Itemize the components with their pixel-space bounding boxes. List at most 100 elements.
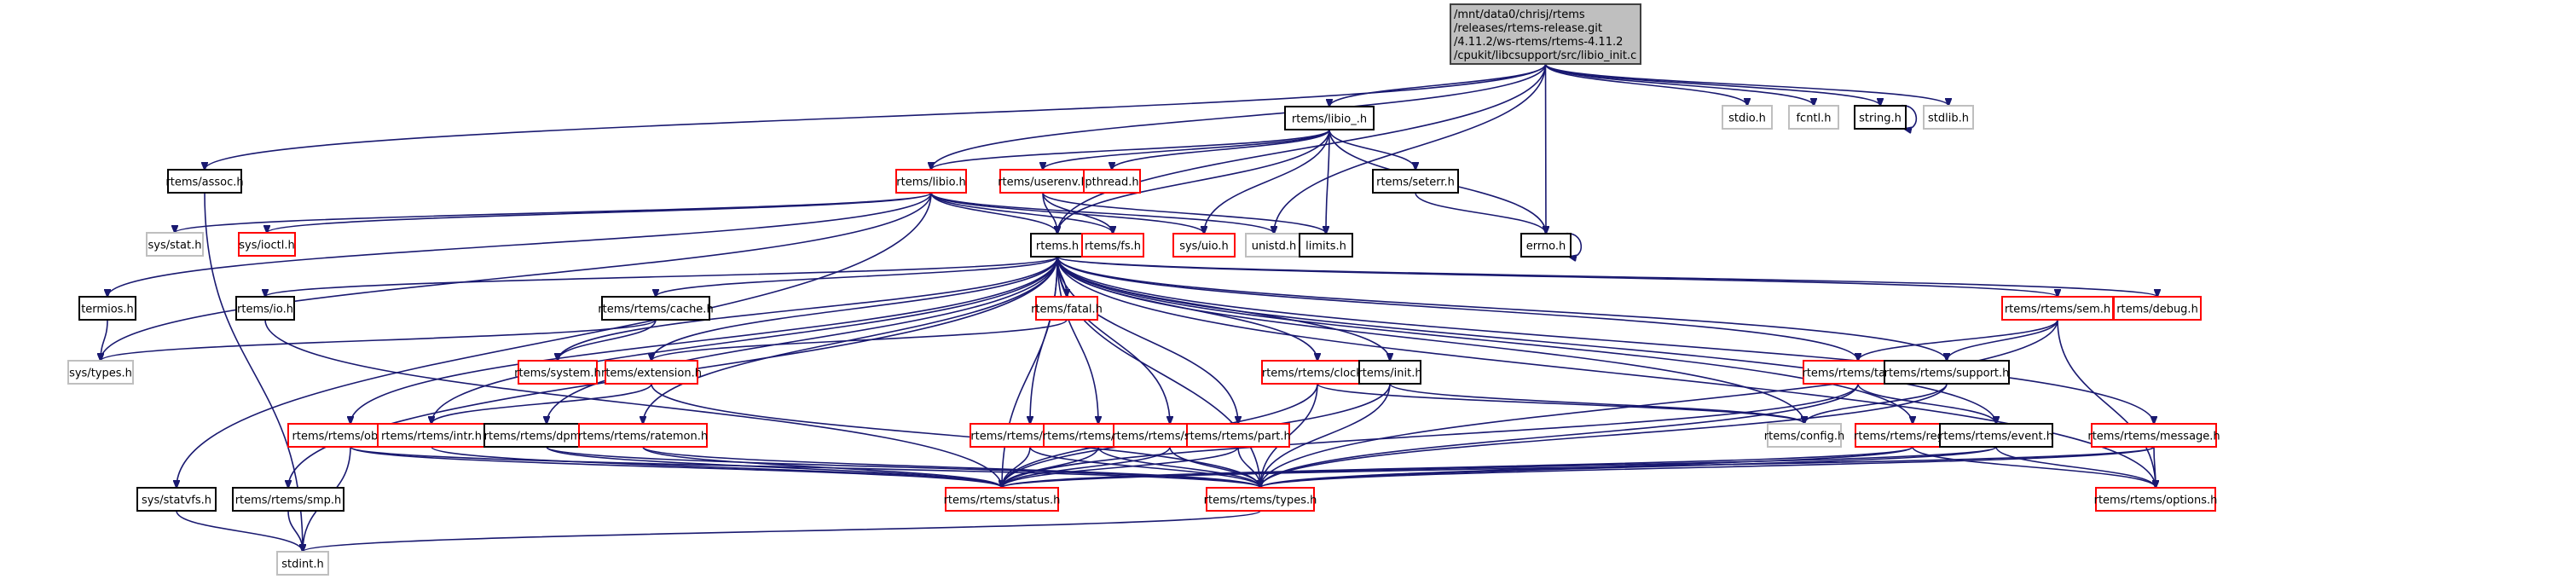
node-box (1722, 105, 1773, 130)
edge-rtems_h-to-rtems_debug_h (1056, 256, 2157, 297)
edge-rtems_h-to-rtems_support_h (1056, 256, 1947, 361)
node-label: rtems/libio_.h (1292, 113, 1367, 126)
edge-rtems_h-to-rtems_region_h (1056, 256, 1913, 424)
node-box (232, 487, 344, 512)
edge-rtems_fatal_h-to-rtems_extension_h (651, 319, 1068, 361)
node-label: rtems/rtems/sem.h (2005, 304, 2110, 316)
edge-rtems_extension_h-to-rtems_intr_h (431, 383, 652, 424)
node-rtems-extension-h[interactable]: rtems/extension.h (601, 360, 702, 385)
node-rtems-libio-h[interactable]: rtems/libio.h (895, 169, 967, 194)
edge-rtems_libio__h-to-rtems_libio_h (931, 129, 1330, 170)
node-rtems-smp-h[interactable]: rtems/rtems/smp.h (232, 487, 344, 512)
edge-rtems_h-to-rtems_io_h (265, 256, 1058, 297)
node-box (146, 232, 204, 257)
node-box (1884, 360, 2010, 385)
node-termios-h[interactable]: termios.h (78, 296, 136, 321)
edge-root-to-rtems_assoc_h (205, 63, 1547, 170)
edges-layer (101, 63, 2157, 552)
node-rtems-options-h[interactable]: rtems/rtems/options.h (2094, 487, 2218, 512)
node-box (2001, 296, 2114, 321)
node-rtems-init-h[interactable]: rtems/init.h (1357, 360, 1422, 385)
node-stdlib-h: stdlib.h (1923, 105, 1974, 130)
edge-rtems_h-to-rtems_intr_h (431, 256, 1058, 424)
node-rtems-part-h[interactable]: rtems/rtems/part.h (1185, 423, 1291, 448)
node-label: limits.h (1305, 240, 1346, 253)
node-label: rtems/rtems/support.h (1884, 368, 2010, 380)
node-label: /cpukit/libcsupport/src/libio_init.c (1454, 49, 1636, 62)
edge-rtems_userenv_h-to-limits_h (1042, 192, 1326, 234)
node-pthread-h[interactable]: pthread.h (1083, 169, 1141, 194)
edge-rtems_timer_h-to-rtems_types_h (1097, 446, 1260, 488)
node-sys-statvfs-h[interactable]: sys/statvfs.h (136, 487, 217, 512)
edge-rtems_libio_h-to-rtems_fs_h (930, 192, 1113, 234)
node-label: rtems/rtems/dpmem.h (484, 431, 610, 443)
node-box (67, 360, 134, 385)
node-box (1186, 423, 1290, 448)
node-rtems-system-h[interactable]: rtems/system.h (514, 360, 601, 385)
node-sys-stat-h: sys/stat.h (146, 232, 204, 257)
edge-rtems_h-to-rtems_tasks_h (1056, 256, 1858, 361)
edge-rtems_object_h-to-rtems_types_h (350, 446, 1260, 488)
node-label: sys/types.h (69, 368, 132, 380)
node-rtems-h[interactable]: rtems.h (1030, 233, 1085, 258)
edge-rtems_barrier_h-to-rtems_types_h (1029, 446, 1260, 488)
node-rtems-ratemon-h[interactable]: rtems/rtems/ratemon.h (578, 423, 708, 448)
edge-rtems_message_h-to-rtems_options_h (2154, 446, 2156, 488)
node-rtems-io-h[interactable]: rtems/io.h (235, 296, 295, 321)
node-label: sys/uio.h (1179, 240, 1229, 253)
edge-rtems_sem_h-to-rtems_support_h (1947, 319, 2058, 361)
node-box (2091, 423, 2217, 448)
node-rtems-event-h[interactable]: rtems/rtems/event.h (1939, 423, 2053, 448)
node-label: rtems/rtems/ratemon.h (578, 431, 708, 443)
node-label: rtems/fs.h (1085, 240, 1141, 253)
node-label: sys/statvfs.h (142, 495, 211, 507)
node-sys-ioctl-h[interactable]: sys/ioctl.h (238, 232, 296, 257)
node-label: /releases/rtems-release.git (1454, 22, 1602, 35)
edge-rtems_support_h-to-rtems_types_h (1260, 383, 1948, 488)
node-rtems-sem-h[interactable]: rtems/rtems/sem.h (2001, 296, 2114, 321)
edge-root-to-errno_h (1546, 63, 1547, 234)
edge-rtems_h-to-rtems_config_h (1056, 256, 1804, 424)
node-rtems-libio--h[interactable]: rtems/libio_.h (1284, 106, 1375, 130)
node-rtems-assoc-h[interactable]: rtems/assoc.h (165, 169, 244, 194)
node-label: rtems/rtems/intr.h (381, 431, 482, 443)
node-label: rtems/seterr.h (1376, 177, 1455, 189)
node-label: pthread.h (1085, 177, 1138, 189)
node-rtems-status-h[interactable]: rtems/rtems/status.h (944, 487, 1061, 512)
node-box (1261, 360, 1374, 385)
node-label: unistd.h (1252, 240, 1297, 253)
node-label: rtems/debug.h (2116, 304, 2198, 316)
node-box (78, 296, 136, 321)
node-rtems-clock-h[interactable]: rtems/rtems/clock.h (1261, 360, 1374, 385)
edge-rtems_libio__h-to-rtems_userenv_h (1043, 129, 1330, 170)
node-box (945, 487, 1059, 512)
edge-rtems_h-to-rtems_cache_h (656, 256, 1058, 297)
edge-rtems_init_h-to-rtems_types_h (1260, 383, 1391, 488)
node-errno-h[interactable]: errno.h (1520, 233, 1572, 258)
node-label: sys/ioctl.h (239, 240, 294, 252)
node-limits-h[interactable]: limits.h (1299, 233, 1353, 258)
node-rtems-support-h[interactable]: rtems/rtems/support.h (1884, 360, 2010, 385)
edge-rtems_signal_h-to-rtems_types_h (1169, 446, 1260, 488)
node-label: /mnt/data0/chrisj/rtems (1454, 9, 1585, 21)
node-rtems-fs-h[interactable]: rtems/fs.h (1081, 233, 1144, 258)
node-label: string.h (1859, 113, 1902, 125)
node-sys-uio-h[interactable]: sys/uio.h (1172, 233, 1236, 258)
node-rtems-types-h[interactable]: rtems/rtems/types.h (1204, 487, 1317, 512)
node-rtems-message-h[interactable]: rtems/rtems/message.h (2087, 423, 2220, 448)
edge-rtems_init_h-to-rtems_config_h (1389, 383, 1804, 424)
node-string-h[interactable]: string.h (1854, 105, 1907, 130)
edge-root-to-unistd_h (1274, 63, 1547, 234)
edge-rtems_part_h-to-rtems_types_h (1237, 446, 1260, 488)
node-rtems-intr-h[interactable]: rtems/rtems/intr.h (377, 423, 486, 448)
node-rtems-debug-h[interactable]: rtems/debug.h (2113, 296, 2202, 321)
edge-rtems_types_h-to-stdint_h (303, 510, 1261, 552)
node-rtems-fatal-h[interactable]: rtems/fatal.h (1031, 296, 1103, 321)
node-rtems-userenv-h[interactable]: rtems/userenv.h (998, 169, 1088, 194)
edge-rtems_event_h-to-rtems_options_h (1995, 446, 2156, 488)
node-label: rtems/io.h (237, 304, 293, 316)
edge-root-to-rtems_h (1057, 63, 1547, 234)
node-rtems-cache-h[interactable]: rtems/rtems/cache.h (598, 296, 714, 321)
node-rtems-seterr-h[interactable]: rtems/seterr.h (1372, 169, 1459, 194)
edge-rtems_signal_h-to-rtems_status_h (1002, 446, 1171, 488)
